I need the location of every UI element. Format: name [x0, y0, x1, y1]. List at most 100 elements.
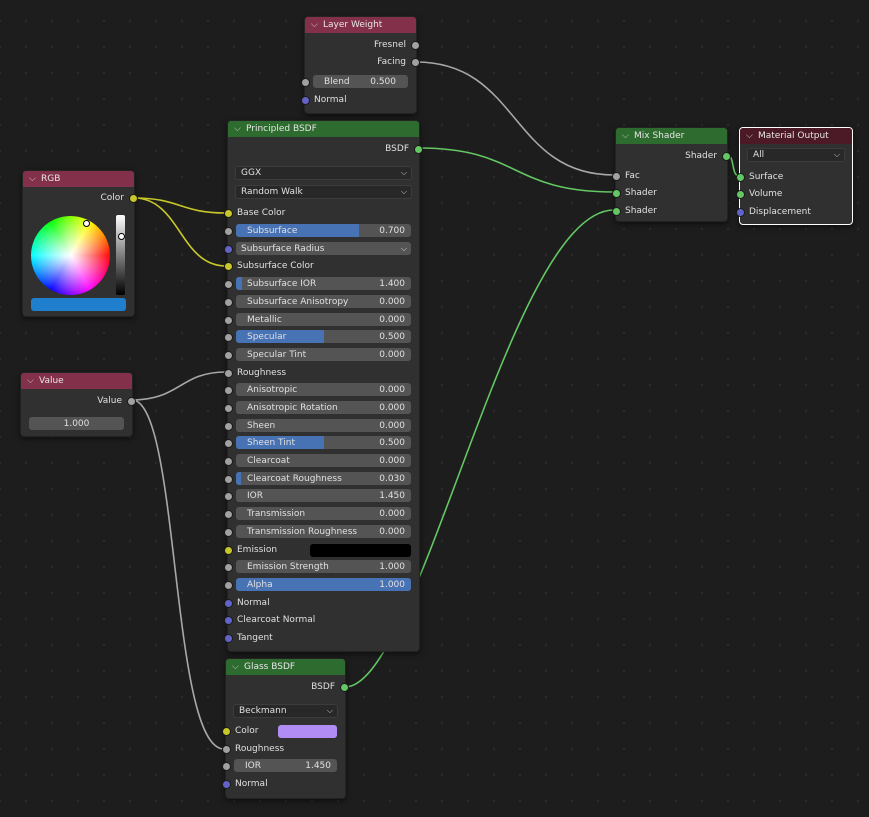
socket-subsurface-anisotropy[interactable] [224, 298, 233, 307]
glass-distribution-dropdown[interactable]: Beckmann ⌵ [233, 704, 338, 718]
socket-color[interactable] [129, 194, 138, 203]
rgb-header[interactable]: ⌵ RGB [23, 171, 134, 187]
socket-surface[interactable] [736, 173, 745, 182]
subsurface-radius-dropdown[interactable]: Subsurface Radius ⌵ [236, 242, 411, 255]
value-header[interactable]: ⌵ Value [21, 373, 132, 389]
anisotropic-slider[interactable]: Anisotropic 0.000 [236, 383, 411, 396]
collapse-chevron-icon[interactable]: ⌵ [232, 662, 239, 672]
principled-header[interactable]: ⌵ Principled BSDF [228, 121, 419, 137]
socket-ior[interactable] [224, 492, 233, 501]
clearcoat-slider[interactable]: Clearcoat 0.000 [236, 454, 411, 467]
socket-base-color[interactable] [224, 209, 233, 218]
material-output-header[interactable]: ⌵ Material Output [740, 128, 852, 144]
socket-clearcoat[interactable] [224, 457, 233, 466]
subsurface-ior-slider[interactable]: Subsurface IOR 1.400 [236, 277, 411, 290]
socket-facing[interactable] [411, 58, 420, 67]
input-color: Color [222, 723, 345, 739]
socket-subsurface[interactable] [224, 227, 233, 236]
collapse-chevron-icon[interactable]: ⌵ [311, 20, 318, 30]
collapse-chevron-icon[interactable]: ⌵ [27, 376, 34, 386]
anisotropic-rotation-slider[interactable]: Anisotropic Rotation 0.000 [236, 401, 411, 414]
socket-volume[interactable] [736, 190, 745, 199]
rgb-color-swatch[interactable] [31, 298, 126, 311]
collapse-chevron-icon[interactable]: ⌵ [622, 131, 629, 141]
glass-header[interactable]: ⌵ Glass BSDF [226, 659, 345, 675]
socket-metallic[interactable] [224, 316, 233, 325]
mix-shader-header[interactable]: ⌵ Mix Shader [616, 128, 727, 144]
socket-roughness[interactable] [224, 369, 233, 378]
material-output-node[interactable]: ⌵ Material Output All ⌵ Surface Volume D… [736, 127, 853, 225]
socket-normal[interactable] [222, 780, 231, 789]
glass-bsdf-node[interactable]: ⌵ Glass BSDF BSDF Beckmann ⌵ Color Rough… [222, 658, 349, 799]
sheen-slider[interactable]: Sheen 0.000 [236, 419, 411, 432]
socket-normal[interactable] [301, 96, 310, 105]
socket-sheen-tint[interactable] [224, 439, 233, 448]
socket-label: Normal [314, 95, 347, 105]
value-slider[interactable] [116, 215, 125, 295]
mix-shader-node[interactable]: ⌵ Mix Shader Shader Fac Shader Shader [612, 127, 731, 222]
input-specular: Specular 0.500 [224, 329, 419, 345]
socket-specular[interactable] [224, 333, 233, 342]
socket-specular-tint[interactable] [224, 351, 233, 360]
socket-transmission-roughness[interactable] [224, 528, 233, 537]
transmission-roughness-slider[interactable]: Transmission Roughness 0.000 [236, 525, 411, 538]
socket-shader-1[interactable] [612, 189, 621, 198]
ior-field[interactable]: IOR 1.450 [236, 489, 411, 502]
value-field[interactable]: 1.000 [29, 417, 124, 430]
value-slider-handle[interactable] [118, 233, 125, 240]
socket-emission[interactable] [224, 546, 233, 555]
sheen-tint-slider[interactable]: Sheen Tint 0.500 [236, 436, 411, 449]
socket-color[interactable] [222, 727, 231, 736]
socket-roughness[interactable] [222, 745, 231, 754]
subsurface-method-dropdown[interactable]: Random Walk ⌵ [235, 185, 412, 199]
socket-shader-2[interactable] [612, 207, 621, 216]
value-node[interactable]: ⌵ Value Value 1.000 [20, 372, 136, 437]
socket-clearcoat-normal[interactable] [224, 616, 233, 625]
transmission-slider[interactable]: Transmission 0.000 [236, 507, 411, 520]
glass-color-swatch[interactable] [278, 725, 337, 738]
socket-subsurface-color[interactable] [224, 262, 233, 271]
socket-fresnel[interactable] [411, 41, 420, 50]
emission-color-swatch[interactable] [310, 544, 411, 557]
collapse-chevron-icon[interactable]: ⌵ [746, 131, 753, 141]
blend-field[interactable]: Blend 0.500 [313, 75, 408, 88]
clearcoat-roughness-slider[interactable]: Clearcoat Roughness 0.030 [236, 472, 411, 485]
socket-value[interactable] [127, 397, 136, 406]
color-wheel-cursor[interactable] [83, 220, 90, 227]
socket-anisotropic-rotation[interactable] [224, 404, 233, 413]
socket-sheen[interactable] [224, 422, 233, 431]
rgb-node[interactable]: ⌵ RGB Color [22, 170, 138, 317]
specular-slider[interactable]: Specular 0.500 [236, 330, 411, 343]
socket-fac[interactable] [612, 172, 621, 181]
collapse-chevron-icon[interactable]: ⌵ [234, 124, 241, 134]
socket-blend[interactable] [301, 78, 310, 87]
target-dropdown[interactable]: All ⌵ [747, 148, 845, 162]
layer-weight-node[interactable]: ⌵ Layer Weight Fresnel Facing Blend 0.50… [301, 16, 420, 114]
socket-alpha[interactable] [224, 581, 233, 590]
socket-bsdf[interactable] [340, 683, 349, 692]
socket-anisotropic[interactable] [224, 386, 233, 395]
subsurface-anisotropy-slider[interactable]: Subsurface Anisotropy 0.000 [236, 295, 411, 308]
principled-bsdf-node[interactable]: ⌵ Principled BSDF BSDF GGX ⌵ Random Walk… [224, 120, 423, 652]
socket-tangent[interactable] [224, 634, 233, 643]
collapse-chevron-icon[interactable]: ⌵ [29, 174, 36, 184]
specular-tint-slider[interactable]: Specular Tint 0.000 [236, 348, 411, 361]
socket-subsurface-ior[interactable] [224, 280, 233, 289]
subsurface-slider[interactable]: Subsurface 0.700 [236, 224, 411, 237]
socket-shader-out[interactable] [722, 152, 731, 161]
distribution-dropdown[interactable]: GGX ⌵ [235, 166, 412, 180]
socket-emission-strength[interactable] [224, 563, 233, 572]
socket-subsurface-radius[interactable] [224, 245, 233, 254]
socket-clearcoat-roughness[interactable] [224, 475, 233, 484]
socket-bsdf[interactable] [414, 145, 423, 154]
emission-strength-field[interactable]: Emission Strength 1.000 [236, 560, 411, 573]
metallic-slider[interactable]: Metallic 0.000 [236, 313, 411, 326]
alpha-slider[interactable]: Alpha 1.000 [236, 578, 411, 591]
socket-displacement[interactable] [736, 208, 745, 217]
color-wheel[interactable] [31, 216, 110, 295]
layer-weight-header[interactable]: ⌵ Layer Weight [305, 17, 416, 33]
glass-ior-field[interactable]: IOR 1.450 [234, 759, 337, 772]
socket-ior[interactable] [222, 762, 231, 771]
socket-normal[interactable] [224, 599, 233, 608]
socket-transmission[interactable] [224, 510, 233, 519]
